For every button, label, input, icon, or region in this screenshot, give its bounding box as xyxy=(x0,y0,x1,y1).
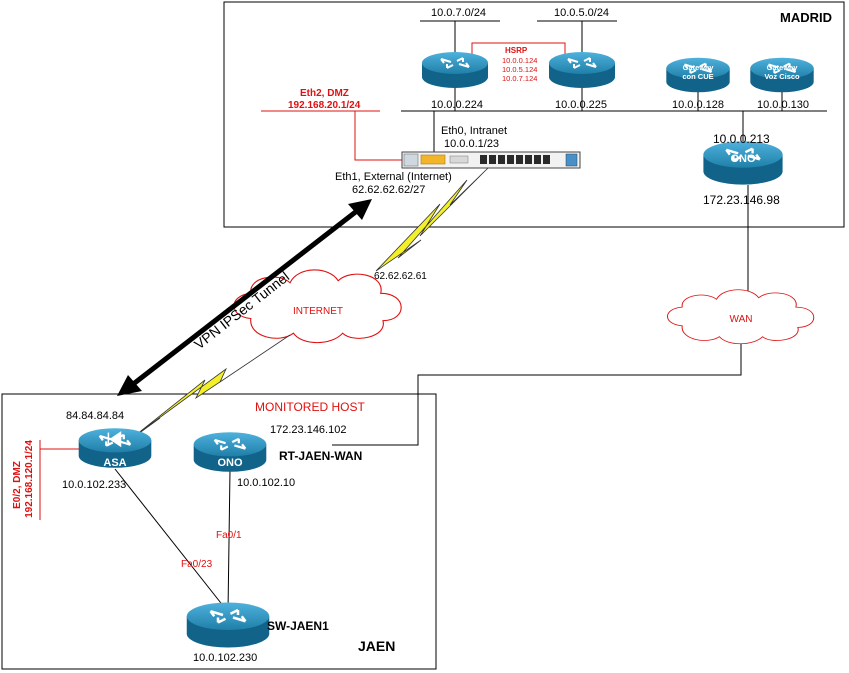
gateway-voz-line1: Gateway xyxy=(767,63,799,72)
eth0-name: Eth0, Intranet xyxy=(441,125,507,137)
jaen-title: JAEN xyxy=(358,638,395,654)
rt-jaen-ono-label: ONO xyxy=(217,457,243,469)
gateway-cue-ip: 10.0.0.128 xyxy=(672,99,724,111)
gateway-voz-line2: Voz Cisco xyxy=(764,72,800,81)
eth1-ip: 62.62.62.62/27 xyxy=(352,184,425,196)
gateway-voz-ip: 10.0.0.130 xyxy=(757,99,809,111)
wan-label: WAN xyxy=(730,314,753,325)
gateway-cue-line2: con CUE xyxy=(682,72,713,81)
hsrp-ip-1: 10.0.0.124 xyxy=(502,56,537,65)
sw-name: SW-JAEN1 xyxy=(267,619,329,633)
router-b-ip: 10.0.0.225 xyxy=(555,99,607,111)
internet-label: INTERNET xyxy=(293,306,343,317)
asa-inside-ip: 10.0.102.233 xyxy=(62,479,126,491)
madrid-title: MADRID xyxy=(780,10,832,25)
madrid-site-box xyxy=(223,1,845,228)
eth1-name: Eth1, External (Internet) xyxy=(335,171,452,183)
monitored-host-label: MONITORED HOST xyxy=(255,400,365,414)
rt-name: RT-JAEN-WAN xyxy=(279,449,362,463)
jaen-dmz-ip: 192.168.120.1/24 xyxy=(24,440,35,518)
rt-lan-ip: 10.0.102.10 xyxy=(237,477,295,489)
asa-firewall[interactable] xyxy=(77,427,153,469)
lan-5-label: 10.0.5.0/24 xyxy=(554,7,609,19)
port-fa01: Fa0/1 xyxy=(216,530,242,541)
sw-ip: 10.0.102.230 xyxy=(193,652,257,664)
rt-switch-link xyxy=(227,469,231,613)
wan-jaen-link xyxy=(332,340,742,446)
ono-madrid-ip-bottom: 172.23.146.98 xyxy=(703,193,780,207)
asa-switch-link xyxy=(114,468,229,613)
sw-jaen1-switch[interactable] xyxy=(185,601,271,649)
gateway-cue-line1: Gateway xyxy=(683,63,715,72)
vpn-arrow-head-jaen xyxy=(117,375,142,396)
hsrp-title: HSRP xyxy=(505,46,528,55)
router-b[interactable] xyxy=(548,51,616,89)
vpn-arrow-head-madrid xyxy=(348,199,372,220)
hsrp-ip-3: 10.0.7.124 xyxy=(502,74,537,83)
eth2-name: Eth2, DMZ xyxy=(300,88,349,99)
hsrp-link xyxy=(471,42,566,58)
internet-gw-ip: 62.62.62.61 xyxy=(374,271,427,282)
firewall-appliance[interactable] xyxy=(401,151,581,169)
eth2-ip: 192.168.20.1/24 xyxy=(288,100,361,111)
asa-label: ASA xyxy=(103,457,126,469)
asa-outside-ip: 84.84.84.84 xyxy=(66,410,124,422)
eth0-ip: 10.0.0.1/23 xyxy=(444,138,499,150)
internet-link-bolt-madrid xyxy=(375,167,489,272)
eth2-link xyxy=(354,111,402,161)
lan-7-label: 10.0.7.0/24 xyxy=(431,7,486,19)
router-a-ip: 10.0.0.224 xyxy=(431,99,483,111)
internet-link-bolt-jaen xyxy=(126,334,291,443)
jaen-dmz-name: E0/2, DMZ xyxy=(12,461,23,509)
ono-madrid-label: ONO xyxy=(730,153,756,165)
ono-madrid-ip-top: 10.0.0.213 xyxy=(713,132,770,146)
hsrp-ip-2: 10.0.5.124 xyxy=(502,65,537,74)
vpn-tunnel-arrow xyxy=(130,205,364,387)
port-fa023: Fa0/23 xyxy=(181,559,213,570)
rt-wan-ip: 172.23.146.102 xyxy=(270,424,346,436)
router-a[interactable] xyxy=(421,51,489,89)
